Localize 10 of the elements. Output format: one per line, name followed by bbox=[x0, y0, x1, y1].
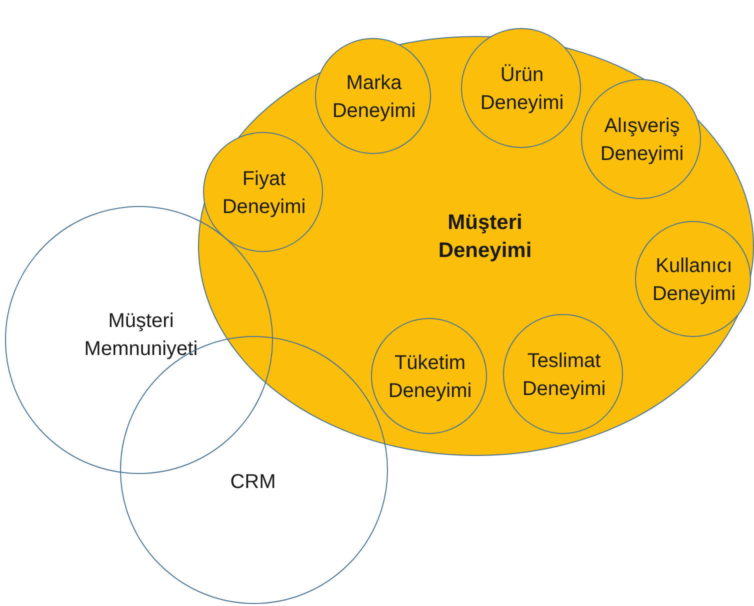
node-label: Alışveriş Deneyimi bbox=[599, 114, 685, 167]
node-label: Tüketim Deneyimi bbox=[387, 351, 473, 404]
node-label: Marka Deneyimi bbox=[331, 71, 417, 124]
node-label: Kullanıcı Deneyimi bbox=[651, 254, 737, 307]
node-label: CRM bbox=[229, 470, 277, 495]
node-label: Müşteri Deneyimi bbox=[437, 210, 533, 264]
node-label: Teslimat Deneyimi bbox=[521, 349, 607, 402]
node-label: Ürün Deneyimi bbox=[479, 63, 565, 116]
node-label: Fiyat Deneyimi bbox=[221, 167, 307, 220]
node-label: Müşteri Memnuniyeti bbox=[83, 309, 199, 362]
